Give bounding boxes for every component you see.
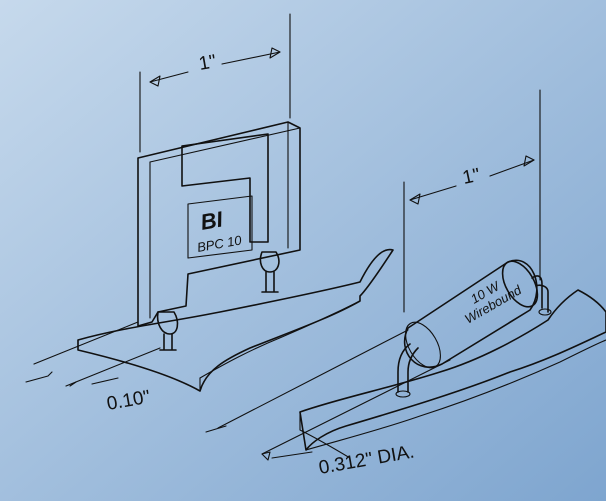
left-spacing-dimension <box>25 321 161 387</box>
right-circuit-board <box>299 289 606 459</box>
left-length-label: 1" <box>197 51 218 75</box>
left-length-dimension <box>139 13 291 153</box>
right-diameter-dimension <box>205 329 451 461</box>
left-resistor-leads <box>156 251 280 351</box>
left-logo-text: BI <box>199 206 226 235</box>
left-circuit-board <box>77 248 394 392</box>
right-length-label: 1" <box>461 165 482 189</box>
right-length-dimension <box>403 89 541 313</box>
left-resistor-body <box>137 121 301 327</box>
